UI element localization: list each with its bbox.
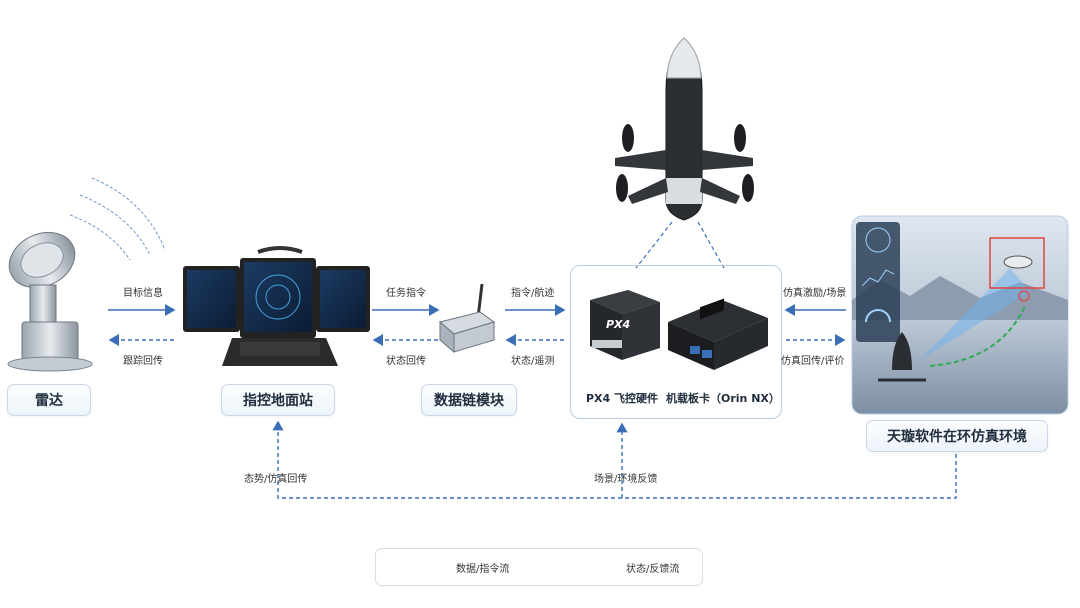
edge-label-sim-stimulus: 仿真激励/场景 (783, 288, 847, 299)
orin-label: 机载板卡（Orin NX） (666, 392, 780, 405)
edge-label-scene-feedback: 场景/环境反馈 (594, 474, 658, 485)
simulation-label: 天璇软件在环仿真环境 (866, 420, 1048, 452)
simulation-screen (851, 215, 1069, 415)
legend-solid-label: 数据/指令流 (456, 564, 510, 575)
legend-dashed-label: 状态/反馈流 (626, 564, 680, 575)
edge-label-task-command: 任务指令 (386, 288, 426, 299)
ground-station-illustration (183, 246, 370, 366)
edge-label-target-info: 目标信息 (123, 288, 163, 299)
edge-label-command-track: 指令/航迹 (511, 288, 555, 299)
connectors (108, 304, 957, 572)
radar-illustration (7, 177, 166, 372)
edge-label-track-return: 跟踪回传 (123, 356, 163, 367)
radar-label: 雷达 (7, 384, 91, 416)
edge-label-sim-evaluation: 仿真回传/评价 (781, 356, 845, 367)
px4-label: PX4 飞控硬件 (586, 392, 659, 405)
edge-label-telemetry: 状态/遥测 (511, 356, 555, 367)
ground-station-label: 指控地面站 (221, 384, 335, 416)
edge-label-status-return: 状态回传 (386, 356, 426, 367)
edge-label-situation-return: 态势/仿真回传 (244, 474, 308, 485)
datalink-illustration (438, 283, 496, 354)
orin-board-illustration (668, 298, 768, 370)
legend: 数据/指令流 状态/反馈流 (375, 548, 703, 586)
px4-illustration (590, 290, 660, 360)
hardware-panel (570, 265, 782, 419)
vtol-vehicle-illustration (615, 37, 754, 221)
px4-chip-text: PX4 (606, 318, 631, 331)
datalink-label: 数据链模块 (421, 384, 517, 416)
